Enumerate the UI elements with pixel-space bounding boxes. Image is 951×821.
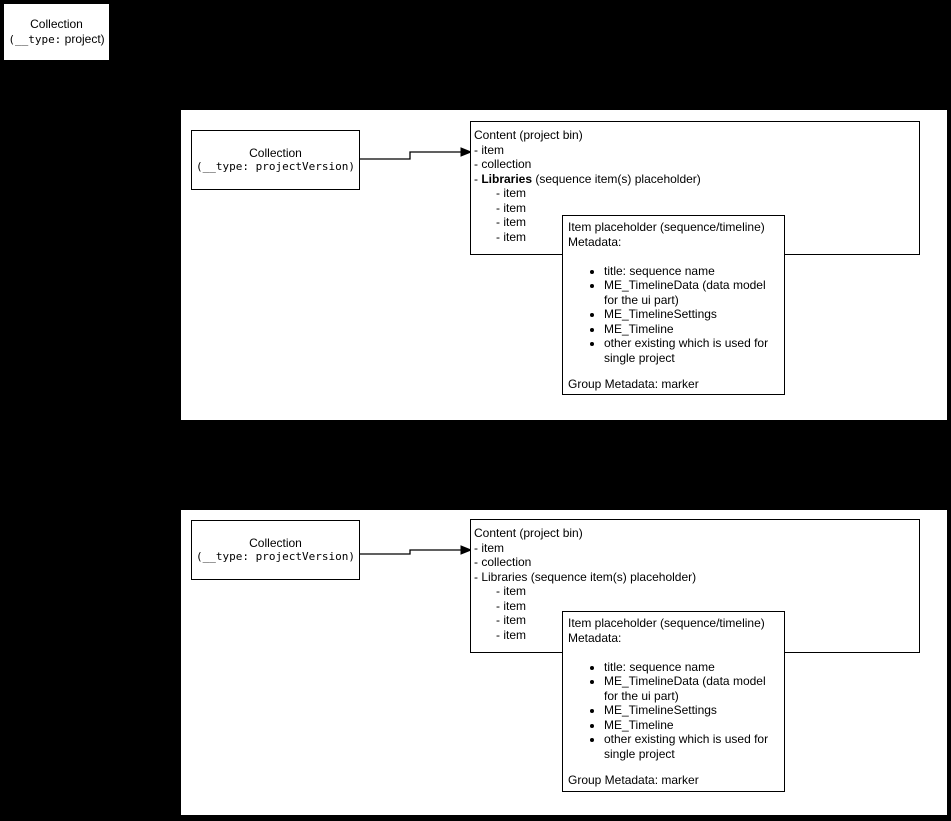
metadata-bullet: other existing which is used for single … — [604, 732, 779, 761]
item-placeholder-box: Item placeholder (sequence/timeline) Met… — [562, 215, 785, 395]
item-box-subtitle: Metadata: — [568, 234, 622, 249]
collection-version-box: Collection (__type: projectVersion) — [191, 520, 360, 580]
content-line-libraries: - Libraries (sequence item(s) placeholde… — [474, 172, 915, 187]
collection-project-box: Collection (__type: project) — [3, 3, 110, 61]
content-line-libraries: - Libraries (sequence item(s) placeholde… — [474, 570, 915, 585]
collection-project-title: Collection — [30, 17, 83, 31]
metadata-bullet: other existing which is used for single … — [604, 336, 779, 365]
collection-version-title: Collection — [249, 145, 302, 160]
content-sub-item: - item — [496, 584, 526, 598]
libraries-dash: - — [474, 569, 482, 584]
collection-version-title: Collection — [249, 535, 302, 550]
metadata-bullet: title: sequence name — [604, 264, 779, 279]
collection-project-type: (__type: project) — [8, 32, 104, 48]
metadata-bullet: ME_TimelineSettings — [604, 703, 779, 718]
item-box-subtitle: Metadata: — [568, 630, 622, 645]
diagram-panel-1: Collection (__type: projectVersion) Cont… — [181, 110, 947, 420]
connector-arrow — [360, 147, 473, 160]
content-line-collection: - collection — [474, 555, 532, 569]
type-value: project) — [61, 31, 105, 46]
metadata-bullet: ME_TimelineData (data model for the ui p… — [604, 674, 779, 703]
metadata-bullet: title: sequence name — [604, 660, 779, 675]
content-box: Content (project bin) - item - collectio… — [470, 121, 920, 255]
collection-version-box: Collection (__type: projectVersion) — [191, 130, 360, 190]
metadata-bullet: ME_Timeline — [604, 718, 779, 733]
content-sub-item: - item — [496, 229, 526, 244]
content-sub-item: - item — [496, 186, 526, 200]
collection-version-type: (__type: projectVersion) — [196, 550, 355, 563]
content-sub-item: - item — [496, 598, 526, 613]
content-line-item: - item — [474, 142, 504, 157]
content-title: Content (project bin) — [474, 128, 583, 142]
collection-version-type: (__type: projectVersion) — [196, 160, 355, 173]
item-box-title: Item placeholder (sequence/timeline) — [568, 220, 765, 234]
metadata-list: title: sequence name ME_TimelineData (da… — [568, 660, 779, 762]
libraries-dash: - — [474, 171, 482, 186]
type-keyword: (__type: — [8, 32, 62, 46]
diagram-panel-2: Collection (__type: projectVersion) Cont… — [181, 510, 947, 815]
metadata-bullet: ME_TimelineData (data model for the ui p… — [604, 278, 779, 307]
libraries-name: Libraries — [481, 171, 533, 186]
item-box-title: Item placeholder (sequence/timeline) — [568, 616, 765, 630]
libraries-name: Libraries — [481, 569, 528, 584]
content-sub-item: - item — [496, 215, 526, 229]
item-placeholder-box: Item placeholder (sequence/timeline) Met… — [562, 611, 785, 792]
connector-arrow — [360, 545, 473, 555]
metadata-bullet: ME_Timeline — [604, 322, 779, 337]
libraries-rest: (sequence item(s) placeholder) — [527, 569, 697, 584]
libraries-rest: (sequence item(s) placeholder) — [532, 171, 701, 186]
metadata-bullet: ME_TimelineSettings — [604, 307, 779, 322]
content-line-item: - item — [474, 540, 504, 555]
content-sub-item: - item — [496, 200, 526, 215]
content-title: Content (project bin) — [474, 526, 583, 540]
item-box-footer: Group Metadata: marker — [568, 377, 699, 391]
content-line-collection: - collection — [474, 157, 532, 171]
metadata-list: title: sequence name ME_TimelineData (da… — [568, 264, 779, 366]
content-sub-item: - item — [496, 613, 526, 627]
content-sub-item: - item — [496, 627, 526, 642]
item-box-footer: Group Metadata: marker — [568, 773, 699, 787]
